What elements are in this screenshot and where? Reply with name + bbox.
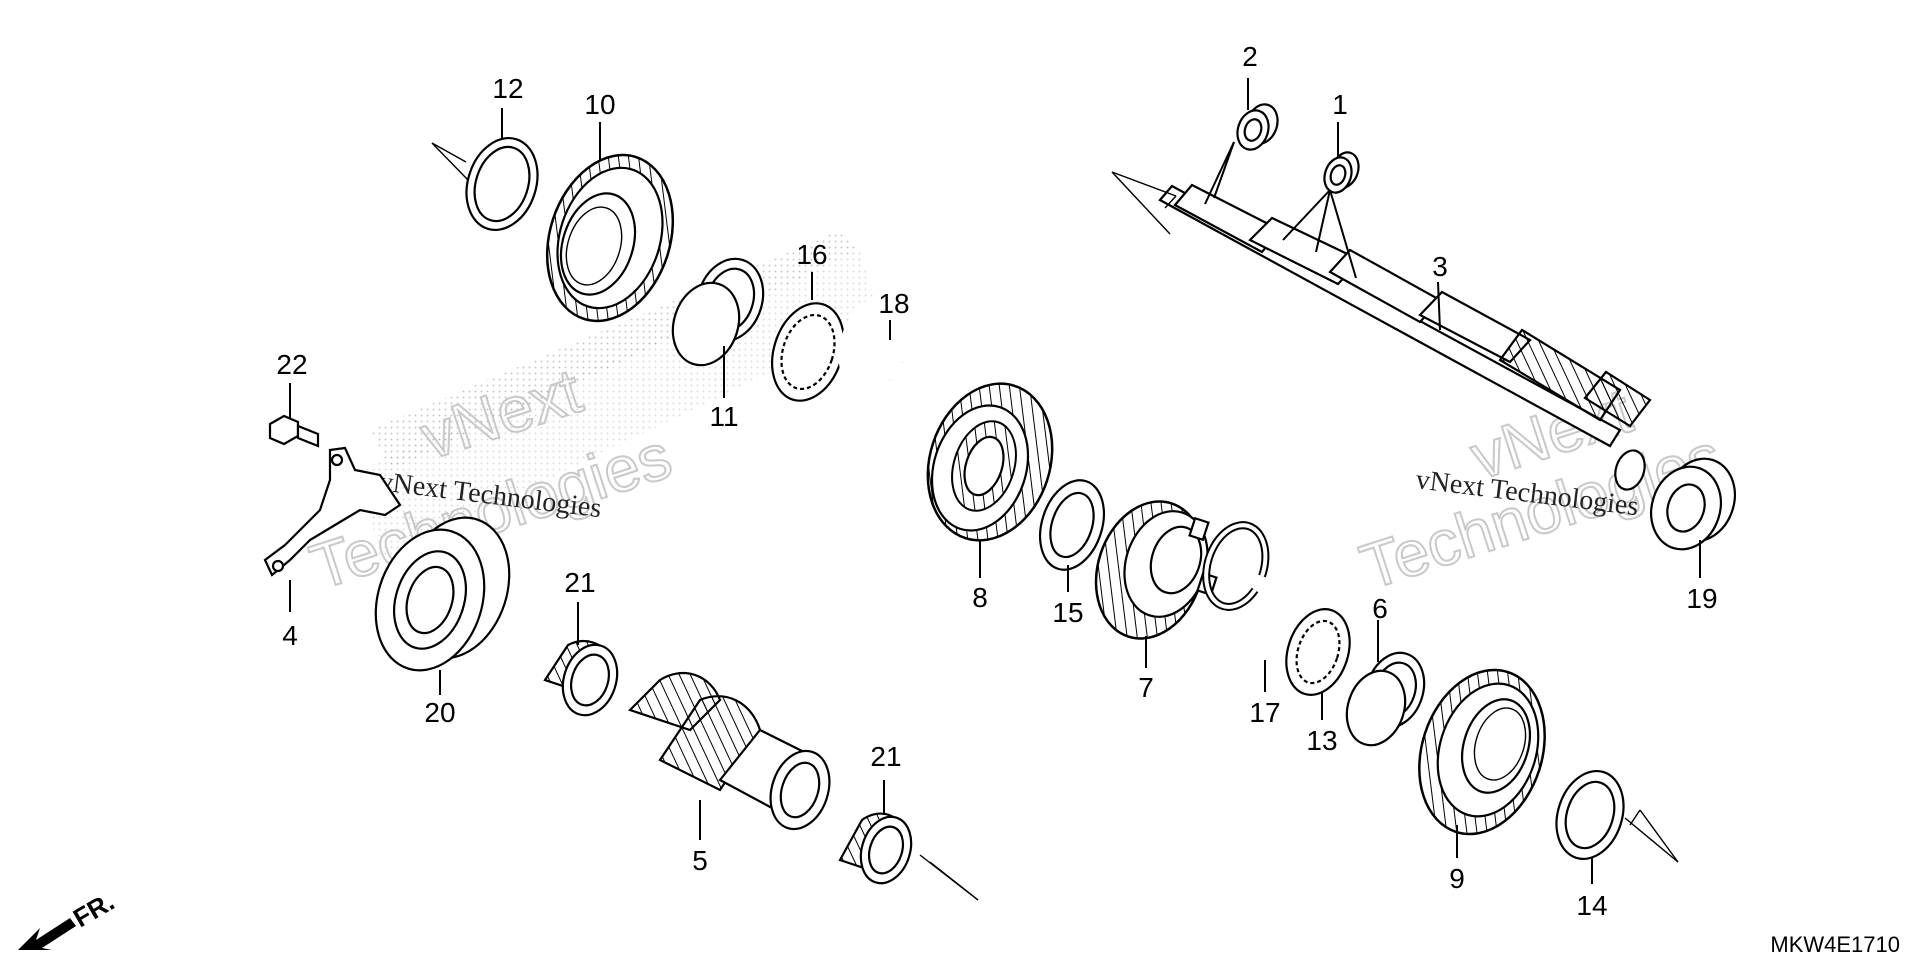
front-direction-indicator: FR. bbox=[18, 886, 119, 950]
gear-10[interactable] bbox=[527, 139, 694, 338]
gear-8[interactable] bbox=[908, 367, 1072, 556]
label-8: 8 bbox=[972, 582, 988, 613]
washer-14[interactable] bbox=[1546, 762, 1679, 867]
label-18: 18 bbox=[878, 288, 909, 319]
label-21-left: 21 bbox=[564, 567, 595, 598]
label-12: 12 bbox=[492, 73, 523, 104]
washer-12[interactable] bbox=[431, 129, 549, 239]
washer-15[interactable] bbox=[1029, 472, 1114, 578]
ball-bearing-20[interactable] bbox=[358, 503, 526, 684]
needle-bearing-21a[interactable] bbox=[543, 638, 626, 723]
front-arrow-icon bbox=[18, 918, 76, 950]
bearing-2[interactable] bbox=[1233, 100, 1283, 153]
label-7: 7 bbox=[1138, 672, 1154, 703]
label-11: 11 bbox=[709, 401, 738, 432]
label-17: 17 bbox=[1249, 697, 1280, 728]
label-22: 22 bbox=[276, 349, 307, 380]
snap-ring-18[interactable] bbox=[838, 296, 911, 394]
bearing-1[interactable] bbox=[1320, 149, 1363, 196]
label-13: 13 bbox=[1306, 725, 1337, 756]
label-21-right: 21 bbox=[870, 741, 901, 772]
label-5: 5 bbox=[692, 845, 708, 876]
gear-shaft-5[interactable] bbox=[627, 671, 839, 837]
diagram-code: MKW4E1710 bbox=[1770, 932, 1900, 957]
label-2: 2 bbox=[1242, 41, 1258, 72]
label-1: 1 bbox=[1332, 89, 1348, 120]
label-16: 16 bbox=[796, 239, 827, 270]
main-shaft-3[interactable] bbox=[1111, 171, 1652, 493]
part-labels: 2 1 3 4 5 6 7 8 9 10 11 12 13 14 15 16 1… bbox=[276, 41, 1717, 921]
label-15: 15 bbox=[1052, 597, 1083, 628]
needle-bearing-21b[interactable] bbox=[838, 810, 979, 901]
stopper-plate-4[interactable] bbox=[263, 446, 402, 577]
label-9: 9 bbox=[1449, 863, 1465, 894]
bearing-19[interactable] bbox=[1641, 450, 1746, 559]
splined-washer-13[interactable] bbox=[1276, 601, 1360, 703]
label-4: 4 bbox=[282, 620, 298, 651]
snap-ring-17[interactable] bbox=[1202, 521, 1270, 611]
gear-7[interactable] bbox=[1079, 487, 1221, 652]
bushing-11[interactable] bbox=[663, 250, 774, 374]
leader-lines bbox=[289, 78, 1701, 884]
gear-9[interactable] bbox=[1399, 654, 1565, 851]
label-6: 6 bbox=[1372, 593, 1388, 624]
splined-washer-16[interactable] bbox=[760, 294, 856, 410]
bushing-6[interactable] bbox=[1338, 645, 1434, 753]
label-3: 3 bbox=[1432, 251, 1448, 282]
label-20: 20 bbox=[424, 697, 455, 728]
label-14: 14 bbox=[1576, 890, 1607, 921]
label-10: 10 bbox=[584, 89, 615, 120]
bolt-22[interactable] bbox=[268, 414, 320, 448]
label-19: 19 bbox=[1686, 583, 1717, 614]
